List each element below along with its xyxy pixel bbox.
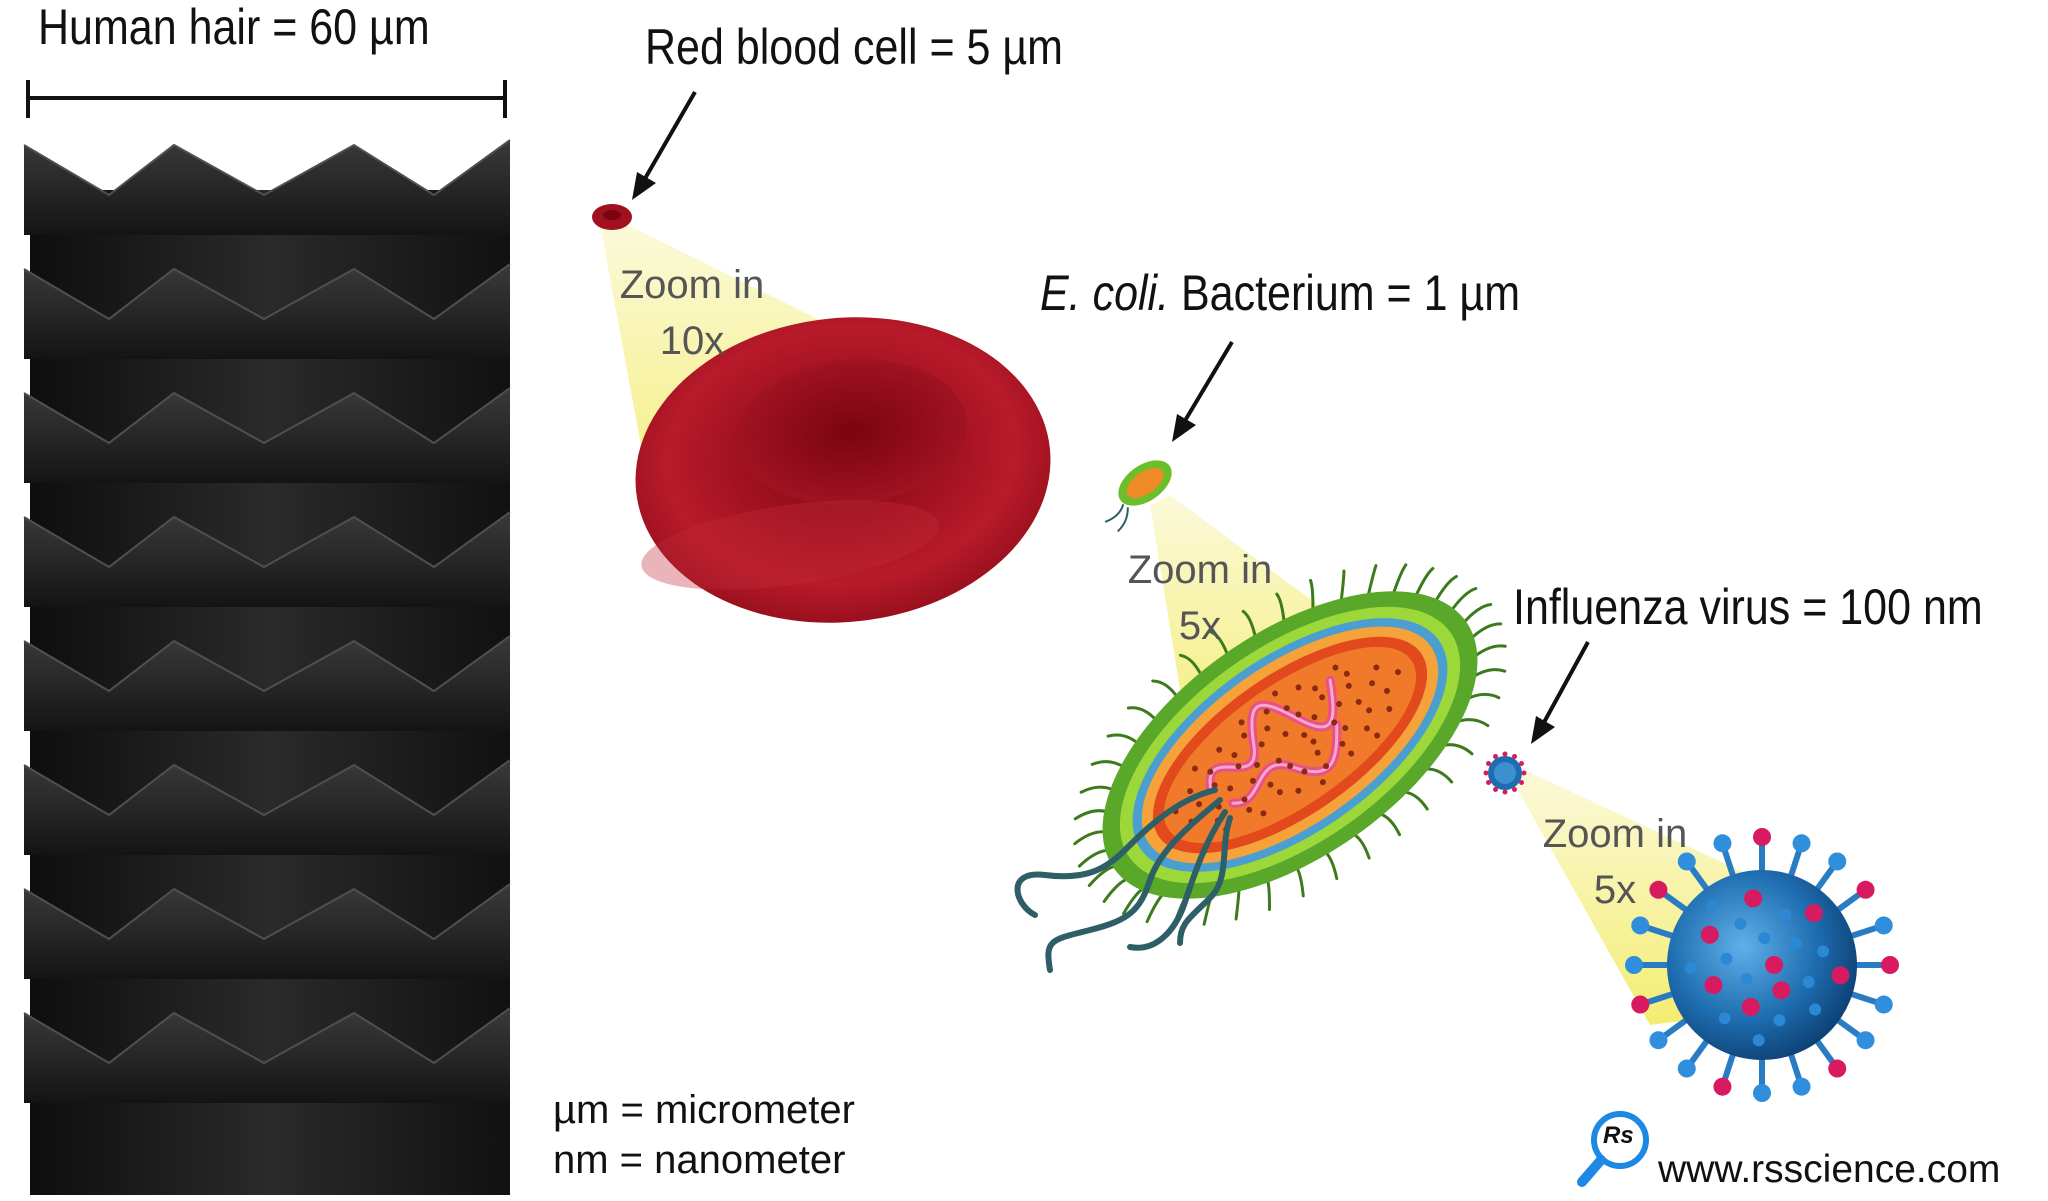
- ecoli-label: E. coli. Bacterium = 1 µm: [1040, 268, 1520, 318]
- hair-cuticle-scale: [24, 388, 510, 483]
- hair-label: Human hair = 60 µm: [38, 0, 430, 55]
- virus-large: [1625, 828, 1899, 1102]
- virus-zoom-label: Zoom in 5x: [1515, 806, 1715, 918]
- hair-cuticle-scale: [24, 760, 510, 855]
- hair-scale-bar: [26, 80, 507, 118]
- hair-cuticle-scale: [24, 636, 510, 731]
- hair-cuticle-scale: [24, 1008, 510, 1103]
- legend-nanometer: nm = nanometer: [553, 1138, 846, 1182]
- ecoli-pointer-arrow: [1172, 340, 1234, 442]
- virus-pointer-arrow: [1531, 641, 1590, 744]
- hair-cuticle-scale: [24, 512, 510, 607]
- legend-micrometer: µm = micrometer: [553, 1088, 855, 1132]
- website-url: www.rsscience.com: [1658, 1148, 2001, 1191]
- hair-cuticle-scale: [24, 140, 510, 235]
- ecoli-small: [1104, 460, 1172, 533]
- virus-small: [1483, 751, 1527, 795]
- rbc-small-center: [603, 210, 621, 220]
- virus-label: Influenza virus = 100 nm: [1513, 579, 1983, 635]
- ecoli-zoom-line2: 5x: [1178, 604, 1222, 648]
- rbc-zoom-line1: Zoom in: [619, 263, 765, 307]
- rsscience-logo-icon: [1577, 1111, 1649, 1187]
- rbc-label: Red blood cell = 5 µm: [645, 19, 1063, 75]
- ecoli-label-species: E. coli.: [1040, 265, 1170, 321]
- rbc-pointer-arrow: [632, 90, 697, 200]
- logo-text: Rs: [1603, 1122, 1634, 1149]
- rbc-zoom-line2: 10x: [659, 319, 725, 363]
- hair-cuticle-scale: [24, 884, 510, 979]
- virus-zoom-line1: Zoom in: [1542, 812, 1688, 856]
- ecoli-zoom-label: Zoom in 5x: [1100, 542, 1300, 654]
- hair-cuticle-scale: [24, 264, 510, 359]
- unit-legend: µm = micrometer nm = nanometer: [553, 1085, 855, 1185]
- virus-zoom-line2: 5x: [1593, 868, 1637, 912]
- human-hair-shaft: [23, 139, 511, 1195]
- rbc-zoom-label: Zoom in 10x: [592, 257, 792, 369]
- ecoli-label-size: Bacterium = 1 µm: [1169, 265, 1521, 321]
- rbc-large: [635, 317, 1051, 623]
- ecoli-flagella: [1014, 787, 1233, 973]
- ecoli-zoom-line1: Zoom in: [1127, 548, 1273, 592]
